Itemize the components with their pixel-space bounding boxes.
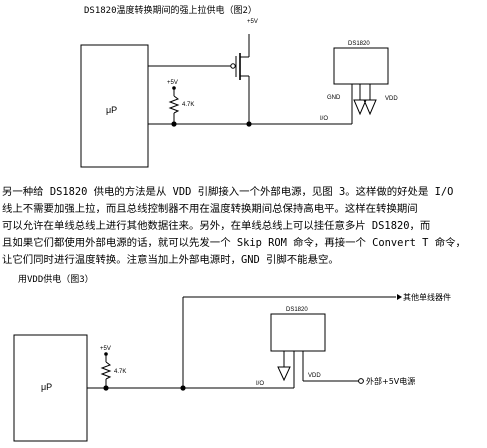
paragraph-line: 线上不需要加强上拉，而且总线控制器不用在温度转换期间总保持高电平。这样在转换期间 bbox=[2, 203, 418, 215]
fig2-junction-source bbox=[246, 121, 252, 127]
fig3-junction-bus bbox=[180, 385, 186, 391]
figure2-caption: DS1820温度转换期间的强上拉供电（图2） bbox=[84, 6, 257, 16]
fig3-other-devices-label: 其他单线器件 bbox=[403, 292, 451, 302]
fig2-mcu-label: μP bbox=[106, 105, 117, 115]
fig2-resistor-label: 4.7K bbox=[182, 102, 194, 108]
fig3-other-devices-arrow bbox=[397, 294, 402, 300]
fig3-resistor bbox=[100, 361, 112, 380]
figure3-caption: 用VDD供电（图3） bbox=[18, 275, 94, 285]
fig2-ds1820-box bbox=[333, 47, 389, 85]
fig2-junction-resistor bbox=[171, 121, 177, 127]
fig2-gnd-label: GND bbox=[327, 95, 341, 101]
fig3-vdd-label: VDD bbox=[308, 373, 321, 379]
fig2-pullup-terminal bbox=[172, 86, 176, 90]
fig3-resistor-label: 4.7K bbox=[114, 369, 126, 375]
fig2-vcc-label: +5V bbox=[247, 19, 258, 25]
description-paragraph: 另一种给 DS1820 供电的方法是从 VDD 引脚接入一个外部电源，见图 3。… bbox=[2, 184, 486, 269]
fig3-pullup-terminal bbox=[104, 352, 108, 356]
paragraph-line: 可以允许在单线总线上进行其他数据往来。另外，在单线总线上可以挂任意多片 DS18… bbox=[2, 220, 431, 232]
fig3-ext-power-terminal bbox=[358, 378, 364, 384]
fig2-gnd-symbol bbox=[353, 99, 367, 116]
fig3-io-label: I/O bbox=[256, 381, 264, 387]
fig2-gate-bubble bbox=[230, 63, 236, 69]
fig2-vdd-label: VDD bbox=[385, 96, 398, 102]
fig2-resistor bbox=[168, 95, 180, 114]
paragraph-line: 另一种给 DS1820 供电的方法是从 VDD 引脚接入一个外部电源，见图 3。… bbox=[2, 186, 454, 198]
fig2-chip-label: DS1820 bbox=[348, 41, 370, 47]
fig3-chip-label: DS1820 bbox=[286, 307, 308, 313]
fig2-pullup-label: +5V bbox=[167, 80, 178, 86]
fig2-mcu-box bbox=[80, 44, 149, 168]
fig2-vdd-gnd-symbol bbox=[363, 99, 377, 116]
fig3-ds1820-box bbox=[270, 313, 326, 352]
fig3-gnd-symbol bbox=[277, 366, 291, 382]
paragraph-line: 让它们同时进行温度转换。注意当加上外部电源时，GND 引脚不能悬空。 bbox=[2, 254, 339, 266]
fig2-io-label: I/O bbox=[320, 116, 328, 122]
fig3-ext-power-label: 外部+5V电源 bbox=[366, 376, 415, 386]
fig3-mcu-label: μP bbox=[41, 382, 52, 392]
paragraph-line: 且如果它们都使用外部电源的话，就可以先发一个 Skip ROM 命令，再接一个 … bbox=[2, 237, 466, 249]
fig3-pullup-label: +5V bbox=[100, 346, 111, 352]
fig3-junction-resistor bbox=[103, 385, 109, 391]
